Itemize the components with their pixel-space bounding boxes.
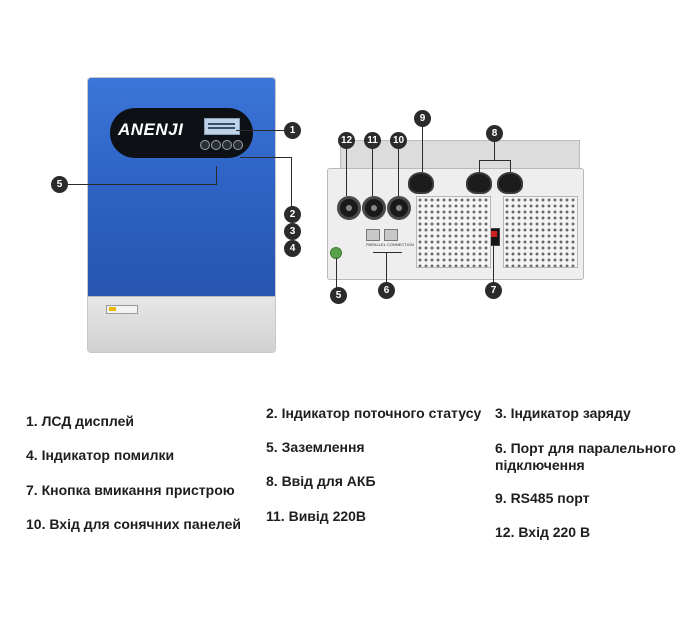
callout-5-front: 5 [51,176,68,193]
callout-line [386,252,387,284]
legend-item-12: 12. Вхід 220 В [495,524,591,540]
panel-button [233,140,243,150]
callout-line [479,160,480,172]
callout-10: 10 [390,132,407,149]
parallel-connection-label: PARALLEL CONNECTION [366,242,414,247]
port-ac-out [362,196,386,220]
callout-4: 4 [284,240,301,257]
panel-button [222,140,232,150]
callout-5-bottom: 5 [330,287,347,304]
brand-logo: ANENJI [118,120,184,139]
callout-line [336,258,337,288]
callout-line [216,166,217,185]
callout-line [510,160,511,172]
callout-line [240,157,292,158]
caution-sticker [106,305,138,314]
callout-line [372,146,373,196]
callout-line [68,184,216,185]
rj45-port [384,229,398,241]
legend-item-4: 4. Індикатор помилки [26,447,175,463]
callout-3: 3 [284,223,301,240]
legend-item-11: 11. Вивід 220В [266,508,367,524]
legend-item-5: 5. Заземлення [266,439,365,455]
legend-item-9: 9. RS485 порт [495,490,590,506]
inverter-top-edge [340,140,580,171]
callout-line [346,146,347,196]
callout-11: 11 [364,132,381,149]
callout-1: 1 [284,122,301,139]
legend-item-10: 10. Вхід для сонячних панелей [26,516,241,532]
ventilation-grille [416,196,491,268]
legend-item-6-line2: підключення [495,457,585,473]
callout-6: 6 [378,282,395,299]
legend-item-3: 3. Індикатор заряду [495,405,631,421]
lcd-display [204,118,240,135]
legend-item-8: 8. Ввід для АКБ [266,473,376,489]
legend-item-6-line1: 6. Порт для паралельного [495,440,676,456]
callout-12: 12 [338,132,355,149]
panel-button [200,140,210,150]
cable-gland-battery [466,172,492,194]
port-ac-in [337,196,361,220]
inverter-front-image: ANENJI [88,78,275,352]
callout-line [494,140,495,160]
callout-line [398,146,399,196]
legend-item-6: 6. Порт для паралельного підключення [495,440,676,474]
legend-item-2: 2. Індикатор поточного статусу [266,405,482,421]
callout-line [422,126,423,172]
panel-button [211,140,221,150]
callout-line [236,130,284,131]
callout-9: 9 [414,110,431,127]
cable-gland-rs485 [408,172,434,194]
ventilation-grille [503,196,578,268]
legend-item-1: 1. ЛСД дисплей [26,413,135,429]
callout-7: 7 [485,282,502,299]
callout-line [291,157,292,213]
callout-line [373,252,402,253]
legend-item-7: 7. Кнопка вмикання пристрою [26,482,235,498]
callout-8: 8 [486,125,503,142]
callout-line [479,160,510,161]
callout-2: 2 [284,206,301,223]
rj45-port [366,229,380,241]
port-pv-in [387,196,411,220]
callout-line [493,244,494,284]
cable-gland-battery [497,172,523,194]
